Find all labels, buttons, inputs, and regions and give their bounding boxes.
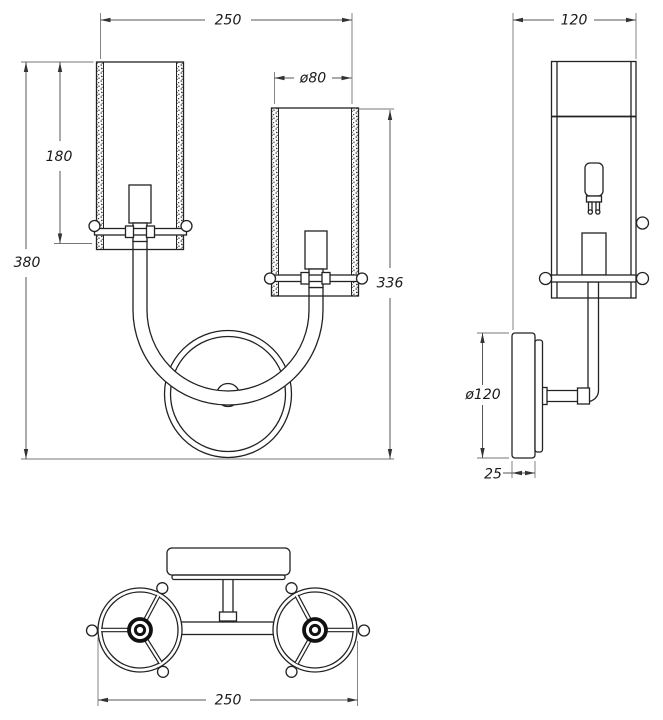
- side-shade: [550, 60, 637, 299]
- right-hub-outer: [302, 617, 328, 643]
- front-view: 250 ø80 180 380 336: [14, 13, 404, 460]
- dim-front-total-height: 380: [14, 255, 41, 271]
- side-knob-upper: [635, 216, 650, 230]
- dim-front-glass-height: 180: [46, 149, 73, 165]
- left-cross-bar: [93, 227, 188, 236]
- front-right-shade: [270, 107, 360, 297]
- right-clamp-b: [321, 271, 331, 285]
- top-right-wheel: [272, 582, 371, 678]
- dim-side-backplate-diameter: ø120: [464, 387, 500, 403]
- dim-side-backplate-depth: 25: [484, 467, 502, 483]
- left-thumbscrew-knob-a: [88, 219, 101, 233]
- left-clamp-b: [145, 225, 156, 239]
- top-backplate: [166, 547, 291, 576]
- front-right-holder: [263, 230, 369, 289]
- bulb-base: [585, 195, 603, 203]
- top-view: 250: [85, 547, 371, 709]
- left-glass-texture-left: [96, 61, 104, 250]
- right-wheel-spokes: [294, 594, 354, 665]
- right-wheel-knob-nw: [285, 582, 298, 595]
- backplate-inner-circle: [169, 335, 287, 453]
- right-hub-inner: [308, 623, 322, 637]
- left-socket: [128, 184, 152, 224]
- side-arm: [541, 281, 600, 403]
- front-dimensions: 250 ø80 180 380 336: [14, 13, 404, 460]
- side-backplate-lip: [534, 339, 544, 453]
- front-left-shade: [95, 61, 185, 251]
- right-thumbscrew-knob-a: [263, 272, 277, 285]
- dim-top-width: 250: [215, 693, 242, 709]
- right-wheel-knob-e: [357, 624, 371, 637]
- bulb-pin-loop-right: [595, 209, 601, 215]
- left-wheel-knob-se: [156, 665, 170, 678]
- left-clamp-a: [124, 225, 135, 239]
- right-socket: [304, 230, 328, 270]
- side-socket: [581, 232, 607, 276]
- bulb-body: [584, 162, 604, 197]
- dim-front-glass-diameter: ø80: [299, 71, 326, 87]
- right-glass-texture-right: [351, 107, 359, 297]
- side-glass-outline: [550, 60, 637, 299]
- top-stem-coupler: [218, 611, 238, 622]
- left-wheel-knob-ne: [156, 582, 169, 595]
- dim-front-body-height: 336: [377, 276, 404, 292]
- g9-bulb: [584, 162, 604, 215]
- side-view: 120 ø120 25: [464, 13, 650, 483]
- dim-side-depth: 120: [561, 13, 588, 29]
- right-thumbscrew-knob-b: [355, 272, 369, 285]
- bulb-pin-loop-left: [587, 209, 594, 215]
- left-thumbscrew-knob-b: [180, 219, 193, 233]
- backplate-outer-circle: [163, 329, 293, 459]
- left-hub-inner: [133, 623, 147, 637]
- top-backplate-lip: [171, 574, 286, 581]
- top-stem: [222, 580, 234, 612]
- top-left-wheel: [85, 582, 183, 678]
- side-glass-inner-walls: [556, 61, 632, 298]
- left-wheel-knob-w: [85, 624, 99, 637]
- left-hub-outer: [127, 617, 153, 643]
- side-cross-bar: [550, 274, 637, 283]
- u-arm: [132, 240, 324, 406]
- front-left-holder: [88, 184, 193, 243]
- front-backplate: [163, 329, 293, 459]
- right-wheel-knob-sw: [285, 665, 298, 678]
- left-glass-texture-right: [176, 61, 184, 250]
- right-glass-texture-left: [271, 107, 279, 297]
- arm-joint: [576, 387, 591, 405]
- side-knob-left: [538, 271, 553, 286]
- side-dimensions: 120 ø120 25: [464, 13, 637, 483]
- dim-front-width: 250: [215, 13, 242, 29]
- side-knob-right: [635, 271, 650, 286]
- right-cross-bar: [269, 274, 363, 283]
- left-wheel-spokes: [101, 594, 163, 665]
- top-dimensions: 250: [97, 637, 358, 709]
- side-backplate: [511, 332, 536, 459]
- right-clamp-a: [300, 271, 310, 285]
- right-wheel-outer-rim: [272, 587, 358, 673]
